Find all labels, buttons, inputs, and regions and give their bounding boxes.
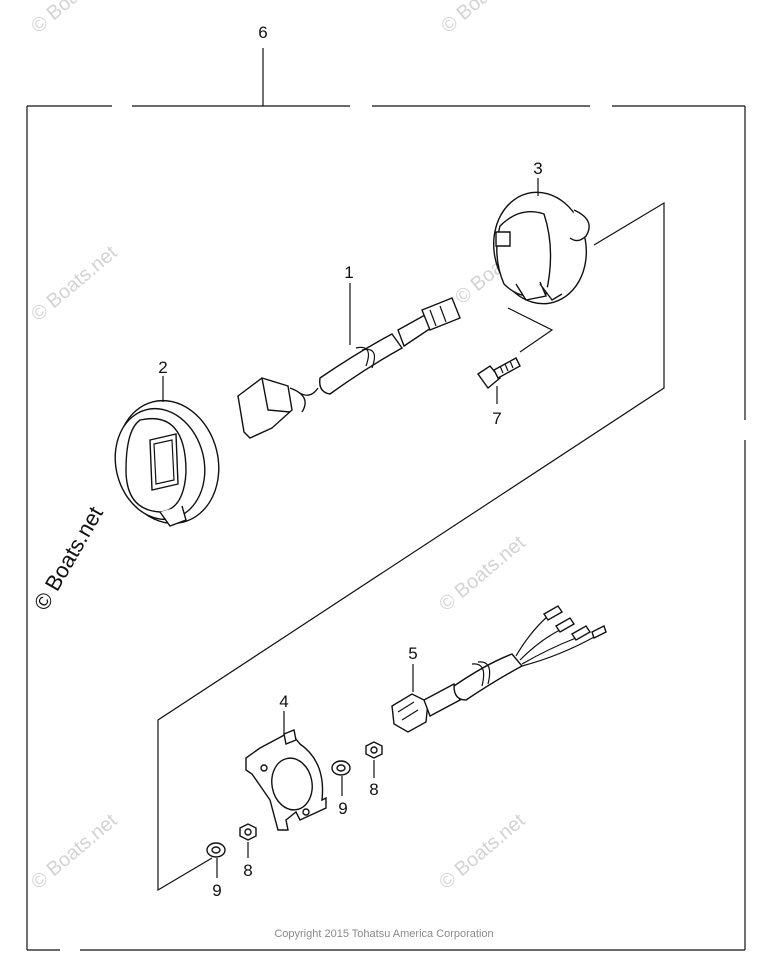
callout-5: 5	[408, 644, 417, 663]
callout-8-right: 8	[369, 780, 378, 799]
sub-assembly-bracket	[157, 201, 665, 892]
part-8-nut-b	[239, 823, 257, 841]
watermark-top-right: © Boats.net	[437, 0, 532, 38]
callout-7: 7	[492, 409, 501, 428]
callout-2: 2	[158, 358, 167, 377]
part-5-connector-harness	[391, 605, 607, 733]
callout-1: 1	[344, 263, 353, 282]
watermark-primary: © Boats.net	[29, 502, 108, 614]
part-4-plate	[245, 729, 327, 831]
callout-labels: 6 3 1 2 7 5 4 8 9 8 9	[158, 23, 542, 900]
callout-9-left: 9	[212, 881, 221, 900]
callout-6: 6	[258, 23, 267, 42]
watermark-mid-left: © Boats.net	[27, 241, 122, 325]
watermark-top-left: © Boats.net	[27, 0, 122, 38]
screw-leader-bracket	[507, 307, 554, 353]
callout-9-right: 9	[338, 799, 347, 818]
part-9-washer-b	[206, 842, 226, 858]
part-1-switch-harness	[237, 297, 461, 439]
part-7-screw	[477, 357, 521, 390]
assembly-frame	[26, 48, 746, 951]
watermark-center-right: © Boats.net	[435, 531, 530, 615]
watermark-bottom-left: © Boats.net	[27, 809, 122, 893]
watermark-bottom-right: © Boats.net	[435, 809, 530, 893]
copyright-notice: Copyright 2015 Tohatsu America Corporati…	[274, 928, 493, 940]
part-8-nut-a	[365, 741, 383, 759]
callout-3: 3	[533, 159, 542, 178]
part-2-housing	[114, 399, 220, 527]
part-3-housing-cover	[492, 191, 590, 305]
callout-4: 4	[279, 692, 288, 711]
part-9-washer-a	[331, 760, 351, 776]
callout-8-left: 8	[243, 861, 252, 880]
